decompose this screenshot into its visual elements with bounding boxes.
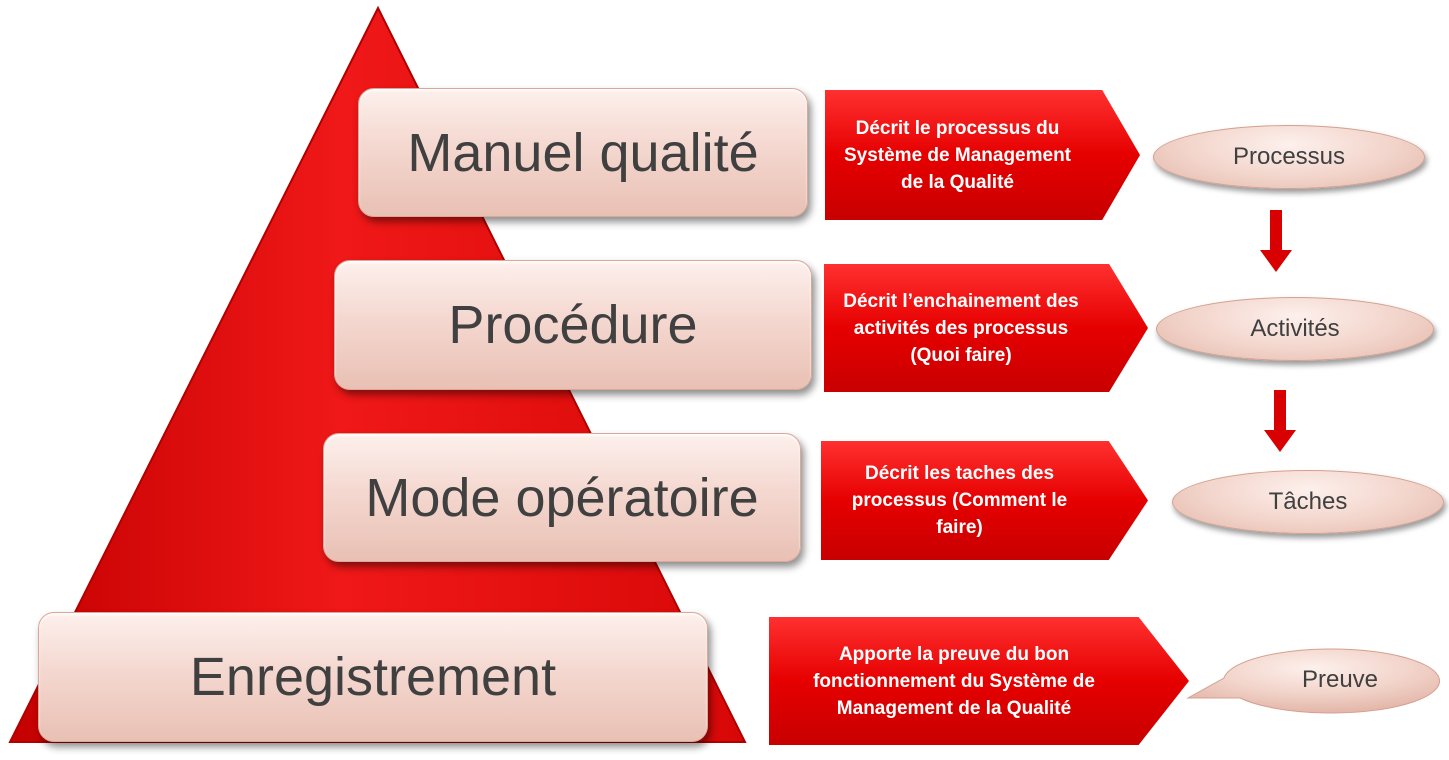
description-text: Décrit le processus du Système de Manage… [843, 117, 1072, 193]
description-text: Apporte la preuve du bon fonctionnement … [813, 643, 1095, 719]
outcome-label: Tâches [1268, 488, 1348, 515]
down-arrow-icon [1264, 390, 1296, 452]
level-label: Procédure [448, 295, 698, 355]
description-mode-operatoire: Décrit les taches des processus (Comment… [821, 441, 1148, 560]
level-mode-operatoire: Mode opératoire [323, 433, 801, 562]
level-enregistrement: Enregistrement [38, 612, 708, 742]
level-label: Enregistrement [189, 647, 557, 707]
description-enregistrement: Apporte la preuve du bon fonctionnement … [769, 617, 1189, 745]
description-procedure: Décrit l’enchainement des activités des … [824, 264, 1148, 392]
outcome-processus: Processus [1153, 125, 1425, 189]
outcome-activites: Activités [1156, 297, 1434, 361]
outcome-label: Activités [1250, 315, 1340, 342]
outcome-label: Preuve [1301, 666, 1379, 693]
outcome-preuve: Preuve [1240, 660, 1440, 700]
outcome-taches: Tâches [1172, 470, 1444, 534]
level-label: Manuel qualité [407, 122, 759, 183]
description-manuel-qualite: Décrit le processus du Système de Manage… [825, 90, 1140, 220]
down-arrow-icon [1260, 210, 1292, 272]
outcome-preuve-bubble [1186, 648, 1440, 714]
level-label: Mode opératoire [365, 467, 759, 528]
description-text: Décrit l’enchainement des activités des … [843, 290, 1079, 366]
level-manuel-qualite: Manuel qualité [358, 88, 808, 217]
description-text: Décrit les taches des processus (Comment… [851, 463, 1068, 538]
level-procedure: Procédure [334, 260, 812, 390]
outcome-label: Processus [1232, 143, 1346, 170]
